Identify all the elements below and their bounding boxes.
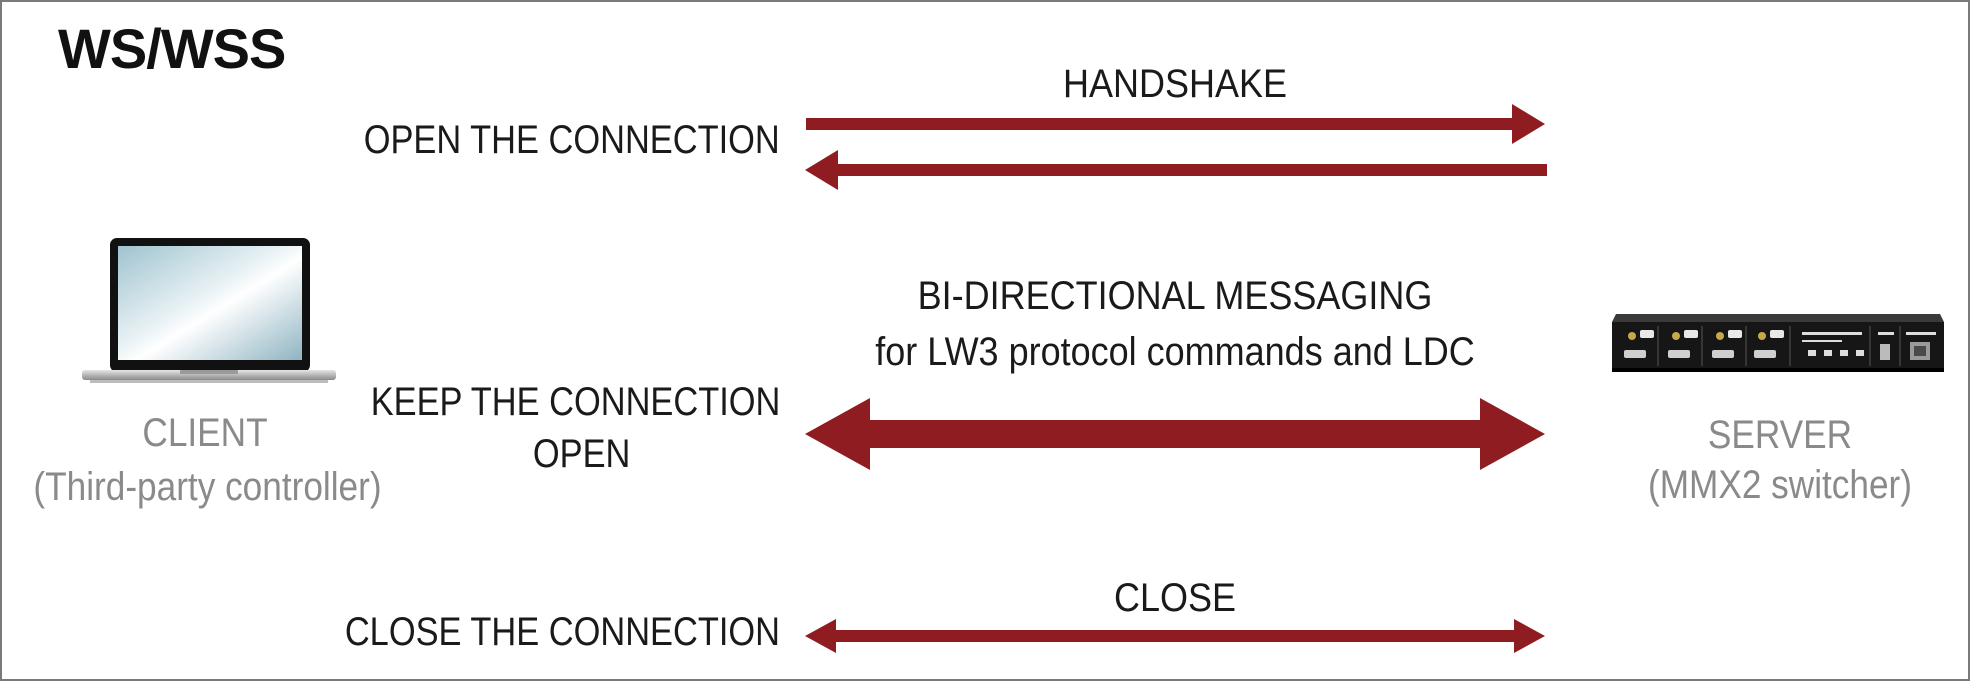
step-close-connection: CLOSE THE CONNECTION bbox=[344, 610, 780, 654]
client-name: CLIENT bbox=[142, 411, 268, 455]
handshake-request-arrow bbox=[806, 104, 1545, 144]
step-open-connection: OPEN THE CONNECTION bbox=[363, 118, 780, 162]
laptop-icon bbox=[82, 238, 336, 383]
handshake-response-arrow bbox=[805, 150, 1547, 190]
diagram-title: WS/WSS bbox=[58, 17, 286, 80]
client-description: (Third-party controller) bbox=[33, 465, 382, 509]
server-description: (MMX2 switcher) bbox=[1647, 463, 1913, 507]
switcher-device-icon bbox=[1612, 314, 1944, 372]
step-keep-connection-line2: OPEN bbox=[532, 432, 630, 476]
close-label: CLOSE bbox=[1113, 576, 1237, 620]
messaging-label-line2: for LW3 protocol commands and LDC bbox=[875, 330, 1475, 374]
messaging-label-line1: BI-DIRECTIONAL MESSAGING bbox=[917, 274, 1433, 318]
server-name: SERVER bbox=[1707, 413, 1853, 457]
bidirectional-messaging-arrow bbox=[805, 398, 1545, 470]
handshake-label: HANDSHAKE bbox=[1062, 62, 1288, 106]
step-keep-connection-line1: KEEP THE CONNECTION bbox=[370, 380, 780, 424]
close-arrow bbox=[805, 619, 1545, 653]
